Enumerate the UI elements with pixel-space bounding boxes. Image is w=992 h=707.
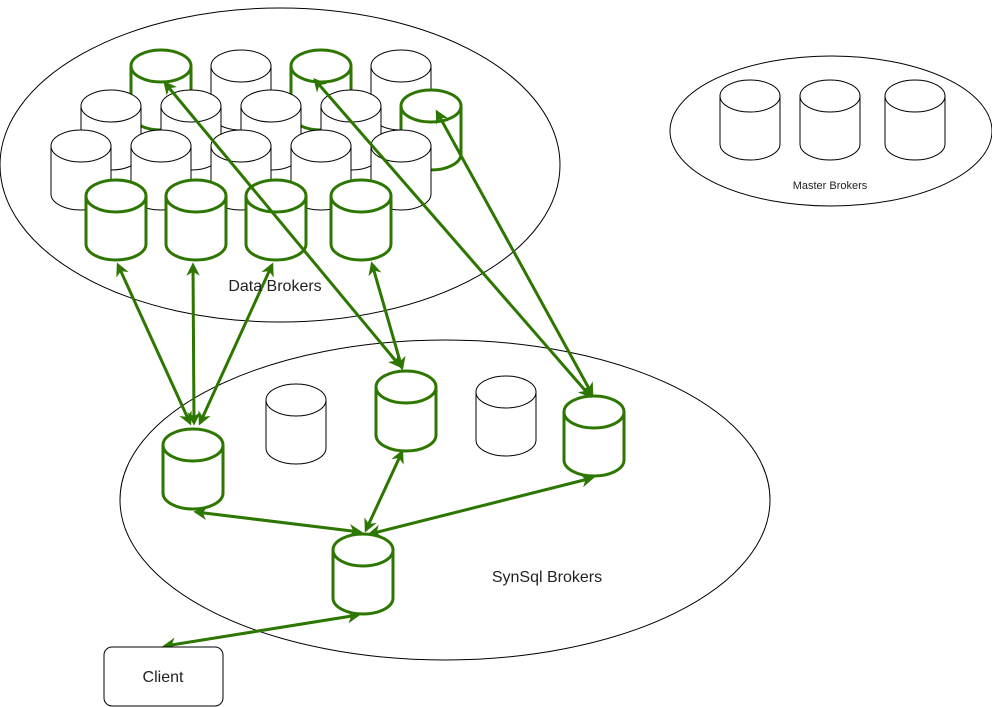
synsql-broker-node-5[interactable] xyxy=(161,427,225,511)
master-brokers-label: Master Brokers xyxy=(793,180,868,192)
master-broker-node-2[interactable] xyxy=(799,79,861,161)
data-broker-node-18[interactable] xyxy=(329,178,393,262)
client-box[interactable] xyxy=(103,646,224,707)
master-broker-node-1[interactable] xyxy=(719,79,781,161)
data-brokers-label: Data Brokers xyxy=(228,278,321,295)
synsql-brokers-label: SynSql Brokers xyxy=(492,569,602,586)
connection-arrow-7 xyxy=(435,109,594,397)
data-broker-node-15[interactable] xyxy=(84,178,148,262)
connection-arrow-11 xyxy=(162,610,361,651)
synsql-broker-node-6[interactable] xyxy=(331,532,395,616)
connection-arrow-2 xyxy=(186,262,201,426)
synsql-broker-node-3[interactable] xyxy=(475,375,537,457)
connections xyxy=(116,77,595,651)
connection-arrow-1 xyxy=(116,262,192,426)
synsql-broker-node-4[interactable] xyxy=(562,394,626,478)
synsql-broker-node-2[interactable] xyxy=(374,369,438,453)
master-broker-node-3[interactable] xyxy=(884,79,946,161)
connection-arrow-10 xyxy=(367,474,595,538)
client-label[interactable]: Client xyxy=(143,669,184,686)
connection-arrow-8 xyxy=(193,506,363,538)
synsql-broker-node-1[interactable] xyxy=(265,383,327,465)
data-broker-node-16[interactable] xyxy=(164,178,228,262)
